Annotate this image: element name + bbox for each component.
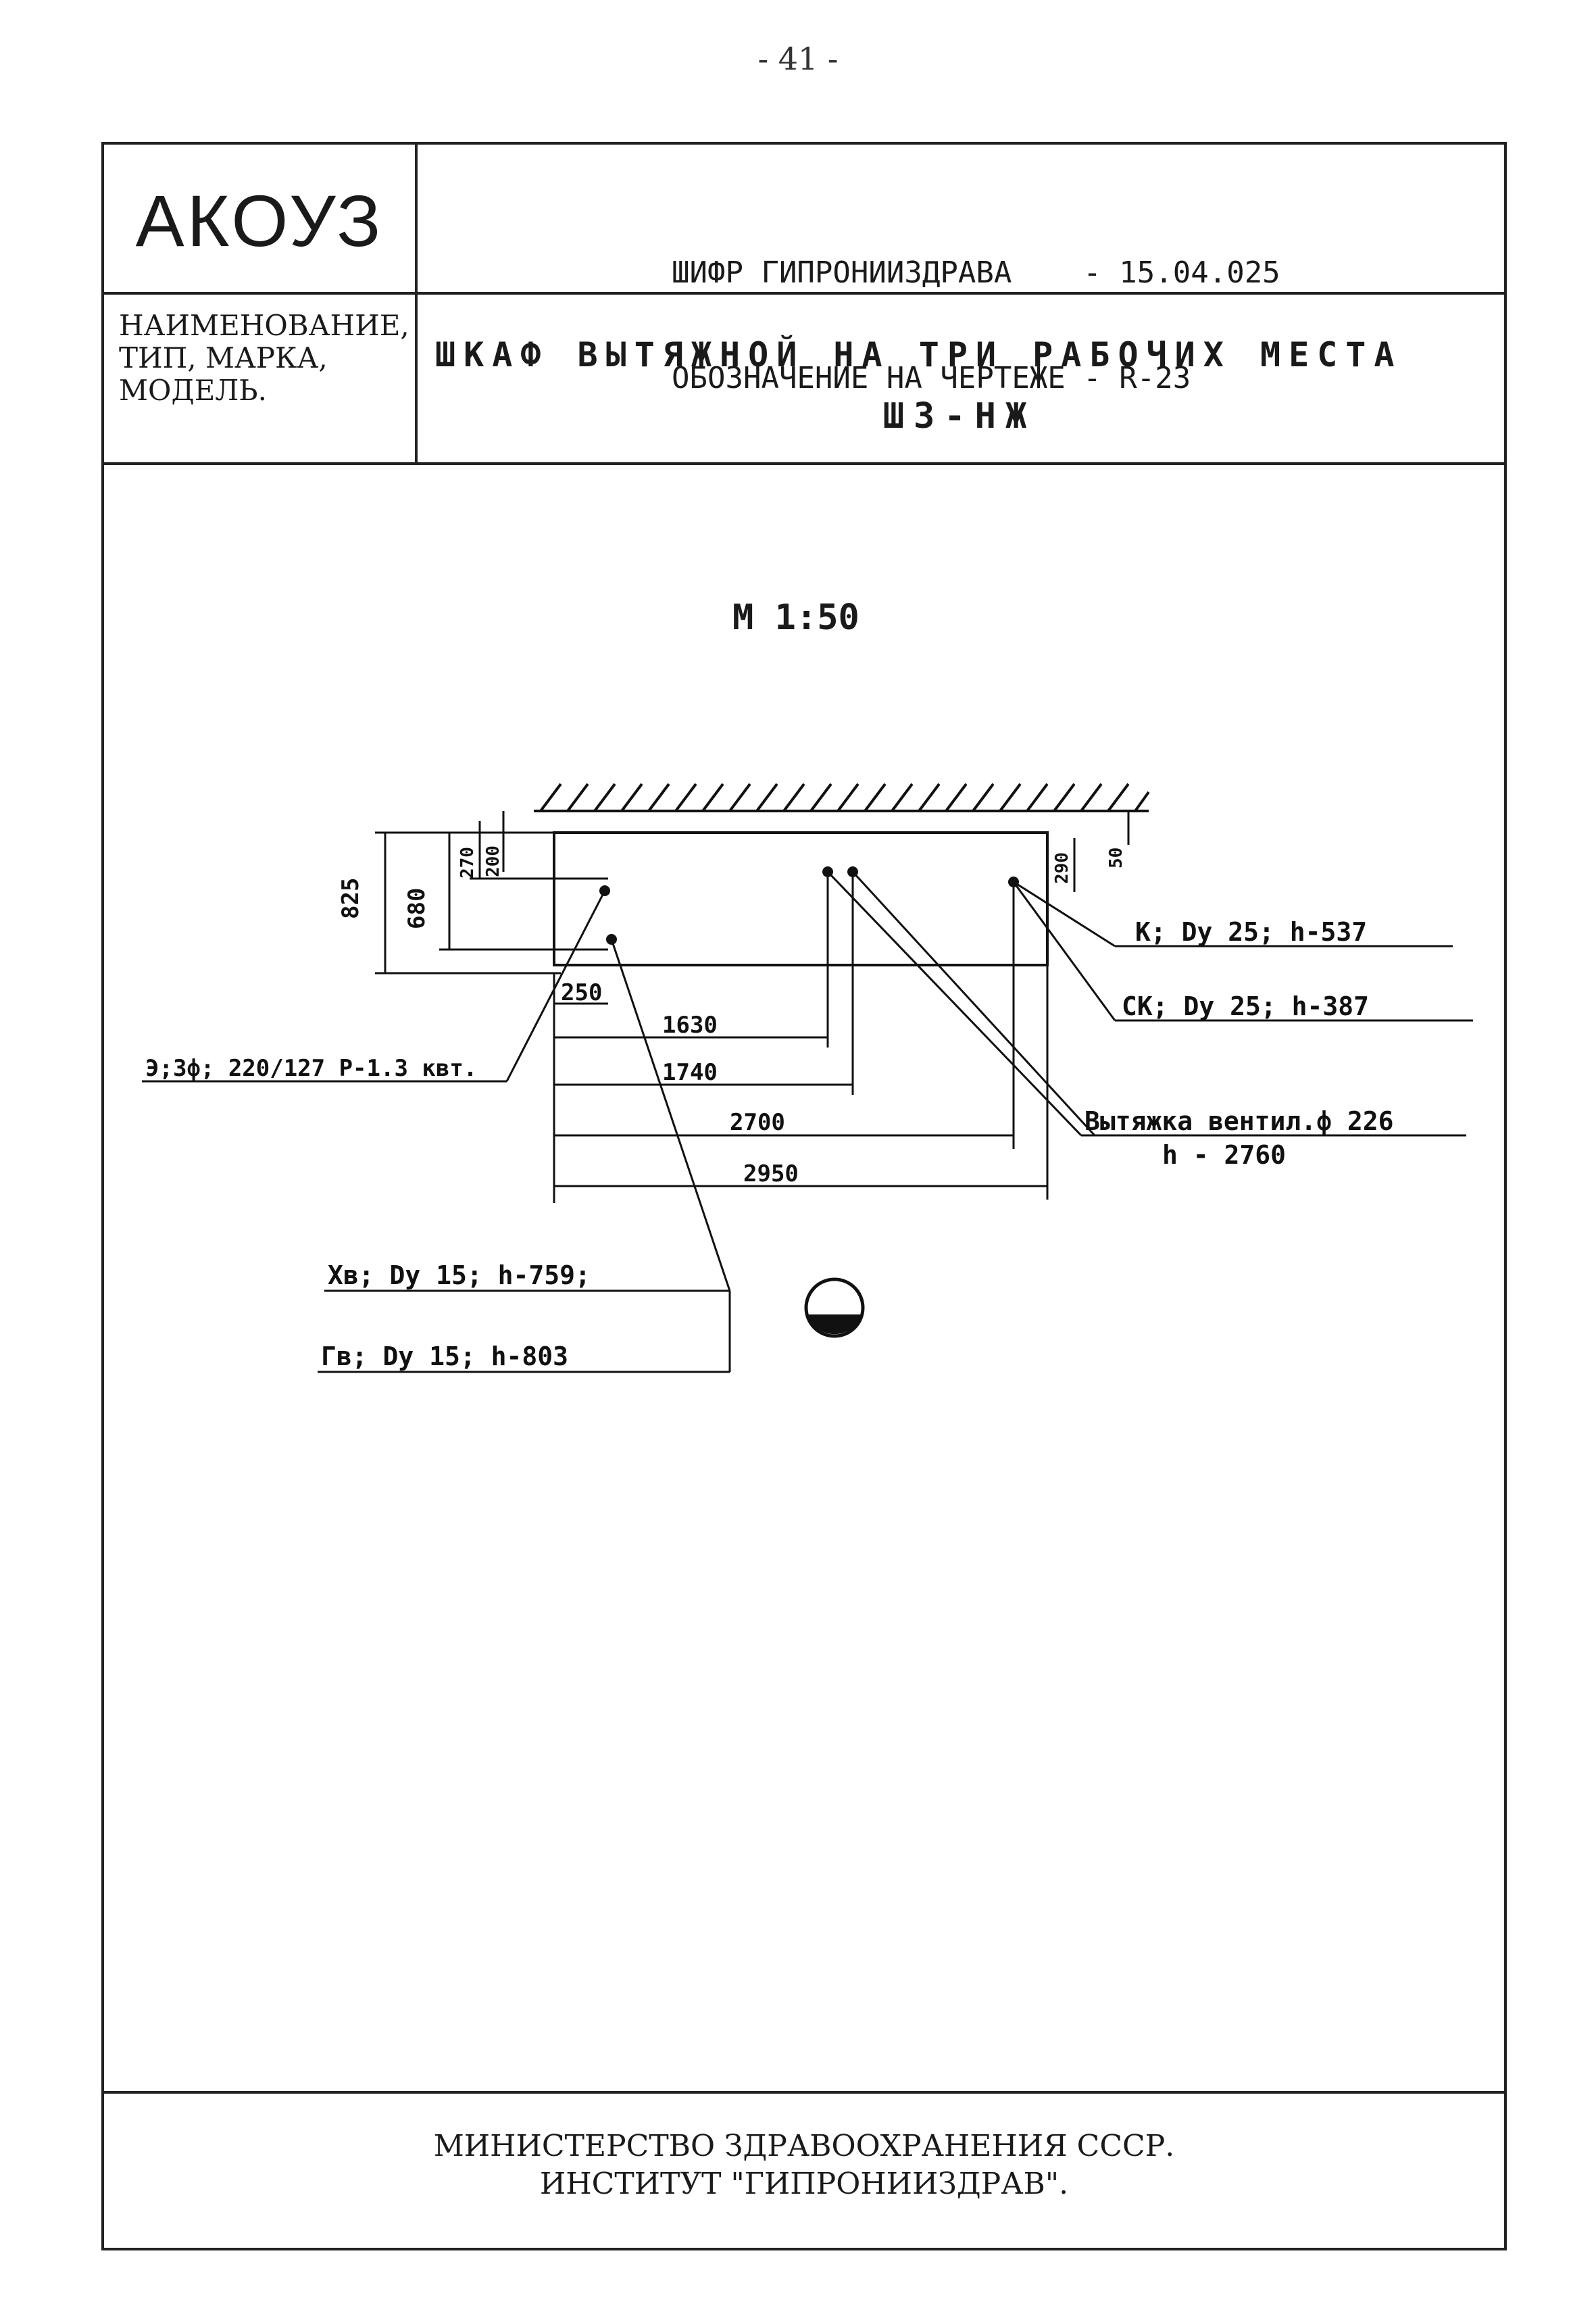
- designation-line: ОБОЗНАЧЕНИЕ НА ЧЕРТЕЖЕ - R-23: [672, 361, 1191, 395]
- sink-icon: [804, 1277, 865, 1338]
- scale-label: М 1:50: [732, 597, 859, 638]
- label-line: МОДЕЛЬ.: [119, 374, 267, 407]
- label-line: ТИП, МАРКА,: [119, 341, 328, 374]
- column-divider: [415, 145, 418, 465]
- label-cold-water: Хв; Dу 15; h-759;: [328, 1260, 591, 1290]
- dim-1630: 1630: [662, 1012, 718, 1039]
- label-k: К; Dу 25; h-537: [1135, 917, 1367, 947]
- institute-line: ИНСТИТУТ "ГИПРОНИИЗДРАВ".: [539, 2167, 1069, 2201]
- label-line: НАИМЕНОВАНИЕ,: [119, 309, 409, 342]
- label-vent: Вытяжка вентил.ф 226: [1084, 1106, 1394, 1136]
- dimension-lines: [142, 811, 1473, 1373]
- label-ck: СК; Dу 25; h-387: [1122, 991, 1369, 1021]
- dim-250: 250: [561, 979, 602, 1006]
- page-number: - 41 -: [757, 41, 839, 77]
- dim-290: 290: [1052, 852, 1072, 884]
- dim-1740: 1740: [662, 1059, 718, 1086]
- dim-270: 270: [457, 847, 478, 879]
- header-row: АКОУЗ ШИФР ГИПРОНИИЗДРАВА - 15.04.025 ОБ…: [104, 145, 1504, 395]
- cabinet-outline: [553, 831, 1049, 966]
- label-vent-height: h - 2760: [1162, 1140, 1286, 1170]
- dim-2950: 2950: [743, 1160, 799, 1187]
- equipment-title: ШКАФ ВЫТЯЖНОЙ НА ТРИ РАБОЧИХ МЕСТА: [435, 335, 1403, 374]
- label-hot-water: Гв; Dу 15; h-803: [321, 1341, 568, 1371]
- dim-680: 680: [403, 888, 430, 929]
- logo: АКОУЗ: [135, 180, 384, 262]
- wall-hatching: [539, 783, 1150, 812]
- footer-text: МИНИСТЕРСТВО ЗДРАВООХРАНЕНИЯ СССР. ИНСТИ…: [104, 2127, 1504, 2203]
- name-row: НАИМЕНОВАНИЕ, ТИП, МАРКА, МОДЕЛЬ. ШКАФ В…: [104, 295, 1504, 465]
- label-electric: Э;3ф; 220/127 Р-1.3 квт.: [145, 1055, 477, 1082]
- dim-50: 50: [1106, 847, 1126, 868]
- name-label: НАИМЕНОВАНИЕ, ТИП, МАРКА, МОДЕЛЬ.: [119, 310, 409, 407]
- cipher-block: ШИФР ГИПРОНИИЗДРАВА - 15.04.025 ОБОЗНАЧЕ…: [672, 185, 1280, 466]
- cipher-line: ШИФР ГИПРОНИИЗДРАВА - 15.04.025: [672, 255, 1280, 290]
- connection-points: [599, 866, 1019, 945]
- drawing-sheet: АКОУЗ ШИФР ГИПРОНИИЗДРАВА - 15.04.025 ОБ…: [101, 142, 1507, 2250]
- ministry-line: МИНИСТЕРСТВО ЗДРАВООХРАНЕНИЯ СССР.: [433, 2129, 1175, 2163]
- dim-2700: 2700: [730, 1109, 785, 1136]
- dim-825: 825: [337, 878, 364, 919]
- equipment-model: Ш3-НЖ: [882, 396, 1037, 437]
- footer: МИНИСТЕРСТВО ЗДРАВООХРАНЕНИЯ СССР. ИНСТИ…: [104, 2091, 1504, 2248]
- dim-200: 200: [483, 845, 503, 877]
